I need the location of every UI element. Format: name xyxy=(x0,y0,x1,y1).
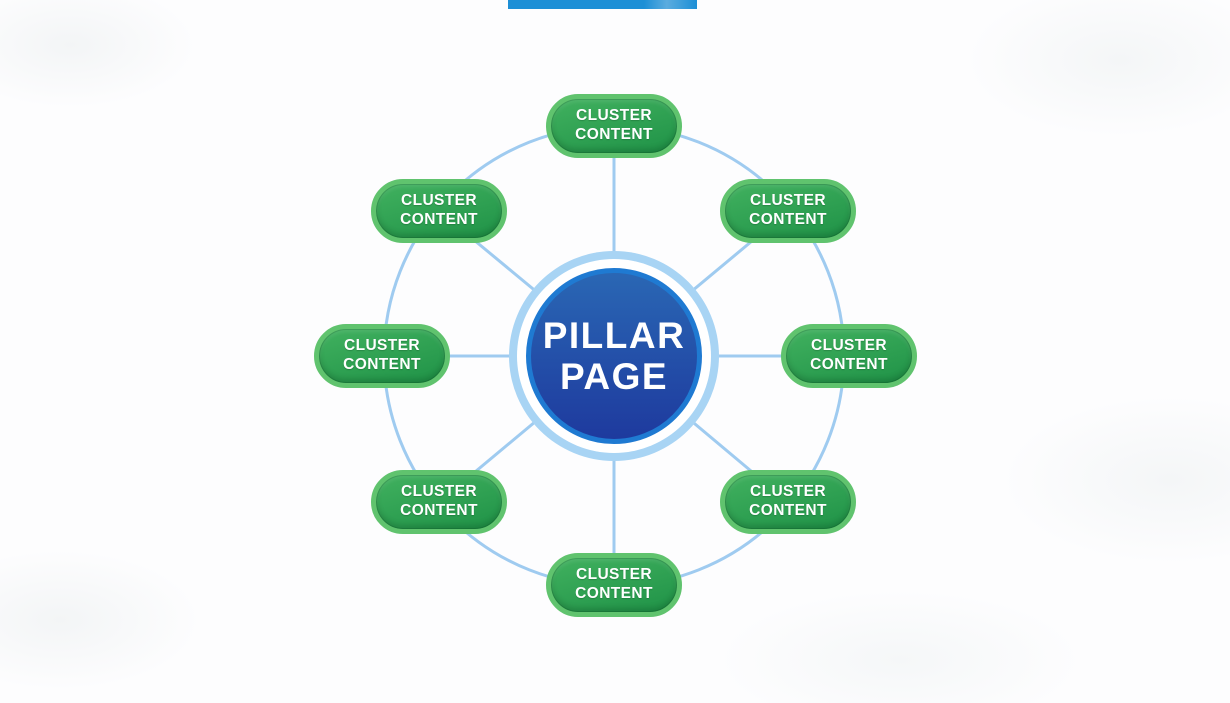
cluster-node-right: CLUSTER CONTENT xyxy=(781,324,917,388)
hub-core-circle: PILLAR PAGE xyxy=(526,268,702,444)
hub-label-line1: PILLAR xyxy=(542,314,686,356)
pillar-page-hub: PILLAR PAGE xyxy=(509,251,719,461)
cluster-node-label: CLUSTER xyxy=(576,566,652,584)
cluster-node-top-left: CLUSTER CONTENT xyxy=(371,179,507,243)
cluster-node-label: CLUSTER xyxy=(401,192,477,210)
cluster-node-label: CLUSTER xyxy=(750,483,826,501)
cluster-node-label: CLUSTER xyxy=(401,483,477,501)
cluster-node-top-right: CLUSTER CONTENT xyxy=(720,179,856,243)
cluster-node-label: CLUSTER xyxy=(576,107,652,125)
cluster-node-label: CONTENT xyxy=(343,356,421,373)
cluster-node-label: CONTENT xyxy=(575,585,653,602)
cluster-node-label: CLUSTER xyxy=(344,337,420,355)
hub-label-line2: PAGE xyxy=(559,356,669,397)
cluster-node-left: CLUSTER CONTENT xyxy=(314,324,450,388)
cluster-node-label: CONTENT xyxy=(400,211,478,228)
cluster-node-bottom: CLUSTER CONTENT xyxy=(546,553,682,617)
cluster-node-bottom-right: CLUSTER CONTENT xyxy=(720,470,856,534)
top-banner-fragment xyxy=(508,0,697,9)
cluster-node-label: CONTENT xyxy=(810,356,888,373)
cluster-node-label: CONTENT xyxy=(575,126,653,143)
cluster-node-top: CLUSTER CONTENT xyxy=(546,94,682,158)
cluster-node-bottom-left: CLUSTER CONTENT xyxy=(371,470,507,534)
cluster-node-label: CLUSTER xyxy=(750,192,826,210)
cluster-node-label: CONTENT xyxy=(400,502,478,519)
cluster-node-label: CONTENT xyxy=(749,502,827,519)
cluster-node-label: CONTENT xyxy=(749,211,827,228)
cluster-node-label: CLUSTER xyxy=(811,337,887,355)
